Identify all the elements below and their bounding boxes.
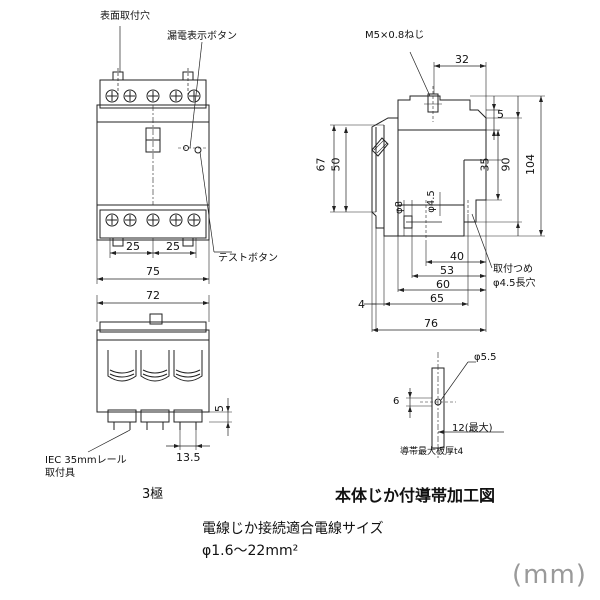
side-body-outline [371, 95, 487, 237]
dim-bottom-width: 72 [146, 289, 160, 302]
side-view [330, 51, 545, 332]
busbar-title: 本体じか付導帯加工図 [335, 486, 496, 505]
dim-76: 76 [424, 317, 438, 330]
dim-bar-6: 6 [393, 396, 400, 407]
dim-67: 67 [314, 157, 328, 172]
wire-size-label-line2: φ1.6～22mm² [202, 543, 299, 559]
din-rail-label-line1: IEC 35mmレール [45, 455, 127, 466]
unit-label: (mm) [512, 560, 587, 590]
test-button-label: テストボタン [218, 253, 278, 264]
dim-104: 104 [524, 154, 537, 175]
dim-hole-5-5: φ5.5 [474, 352, 497, 363]
leak-indicator-button-label: 漏電表示ボタン [167, 31, 237, 42]
din-rail-label-line2: 取付具 [45, 468, 75, 479]
max-thickness-label: 導帯最大板厚t4 [400, 447, 464, 457]
busbar-detail [406, 352, 504, 460]
bottom-view [87, 295, 232, 453]
mount-tab-label: 取付つめ [493, 264, 533, 275]
dim-front-width: 75 [146, 265, 160, 278]
dim-65: 65 [430, 292, 444, 305]
bottom-body-outline [96, 329, 210, 413]
top-terminal-screws [105, 89, 201, 103]
dim-rail-offset: 5 [213, 405, 226, 412]
front-view [96, 26, 232, 284]
dim-pitch-1: 25 [126, 240, 140, 253]
dim-rail-width: 13.5 [176, 451, 201, 464]
dim-40: 40 [450, 250, 464, 263]
dim-35: 35 [478, 157, 492, 172]
dim-50: 50 [329, 157, 343, 172]
dim-60: 60 [436, 278, 450, 291]
poles-caption: 3極 [142, 487, 164, 502]
dim-bar-12: 12(最大) [452, 423, 493, 434]
dim-90: 90 [499, 157, 513, 172]
wire-size-label-line1: 電線じか接続適合電線サイズ [202, 521, 384, 537]
surface-mount-hole-label: 表面取付穴 [100, 11, 150, 22]
dim-5-right: 5 [497, 108, 504, 121]
dim-32: 32 [455, 53, 469, 66]
dim-pitch-2: 25 [166, 240, 180, 253]
dim-4: 4 [358, 298, 365, 311]
dim-phi-4-5: φ4.5 [425, 190, 437, 213]
bottom-terminal-screws [105, 213, 201, 227]
screw-label: M5×0.8ねじ [365, 30, 425, 41]
mount-slot-label: φ4.5長穴 [493, 278, 536, 289]
dim-phi-8: φ8 [393, 201, 405, 214]
dim-53: 53 [440, 264, 454, 277]
